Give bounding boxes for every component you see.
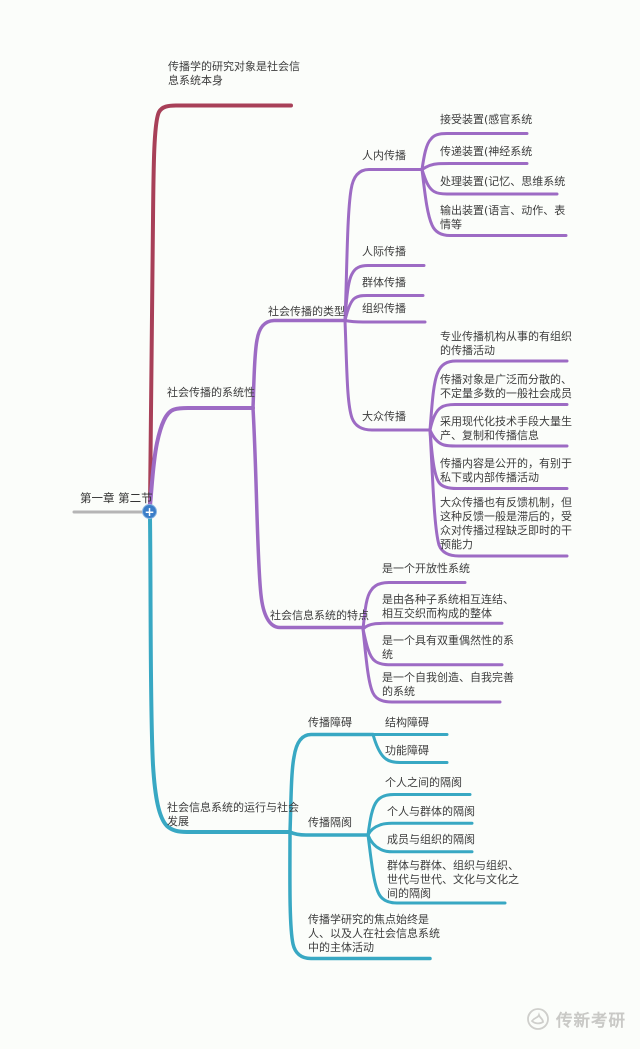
node-mass-broad-audience[interactable]: 传播对象是广泛而分散的、 不定量多数的一般社会成员 <box>440 373 572 400</box>
branch-cyan-lines <box>148 516 507 961</box>
node-output-device[interactable]: 输出装置(语言、动作、表 情等 <box>440 204 566 231</box>
node-individual-group-gap[interactable]: 个人与群体的隔阂 <box>387 805 475 818</box>
node-group-comm[interactable]: 群体传播 <box>362 276 406 289</box>
node-individual-gap[interactable]: 个人之间的隔阂 <box>385 776 462 789</box>
node-self-creating-system[interactable]: 是一个自我创造、自我完善 的系统 <box>382 671 514 698</box>
branch-red-lines <box>148 103 293 508</box>
node-research-object[interactable]: 传播学的研究对象是社会信 息系统本身 <box>168 60 300 87</box>
node-transmitting-device[interactable]: 传递装置(神经系统 <box>440 145 533 158</box>
node-comm-types[interactable]: 社会传播的类型 <box>268 305 345 318</box>
node-systemic-nature[interactable]: 社会传播的系统性 <box>167 386 255 399</box>
branch-purple-lines <box>148 132 569 704</box>
node-open-system[interactable]: 是一个开放性系统 <box>382 562 470 575</box>
node-group-group-gap[interactable]: 群体与群体、组织与组织、 世代与世代、文化与文化之 间的隔阂 <box>387 859 519 900</box>
expand-collapse-button[interactable]: + <box>142 504 157 519</box>
node-receiving-device[interactable]: 接受装置(感官系统 <box>440 113 533 126</box>
node-system-operation-development[interactable]: 社会信息系统的运行与社会 发展 <box>167 801 299 828</box>
node-mass-modern-tech[interactable]: 采用现代化技术手段大量生 产、复制和传播信息 <box>440 415 572 442</box>
node-chapter-root[interactable]: 第一章 第二节 <box>80 491 153 505</box>
node-structural-obstacle[interactable]: 结构障碍 <box>385 716 429 729</box>
node-info-system-features[interactable]: 社会信息系统的特点 <box>270 609 369 622</box>
node-double-contingency[interactable]: 是一个具有双重偶然性的系 统 <box>382 634 514 661</box>
node-member-org-gap[interactable]: 成员与组织的隔阂 <box>387 833 475 846</box>
node-functional-obstacle[interactable]: 功能障碍 <box>385 744 429 757</box>
watermark-text: 传新考研 <box>556 1011 626 1030</box>
node-research-focus[interactable]: 传播学研究的焦点始终是 人、以及人在社会信息系统 中的主体活动 <box>308 913 440 954</box>
node-mass-public-content[interactable]: 传播内容是公开的，有别于 私下或内部传播活动 <box>440 457 572 484</box>
node-subsystems-whole[interactable]: 是由各种子系统相互连结、 相互交织而构成的整体 <box>382 593 514 620</box>
node-comm-obstacles[interactable]: 传播障碍 <box>308 716 352 729</box>
node-processing-device[interactable]: 处理装置(记忆、思维系统 <box>440 175 566 188</box>
node-interpersonal-comm[interactable]: 人际传播 <box>362 245 406 258</box>
node-mass-delayed-feedback[interactable]: 大众传播也有反馈机制，但 这种反馈一般是滞后的，受 众对传播过程缺乏即时的干 预… <box>440 496 572 551</box>
node-mass-comm[interactable]: 大众传播 <box>362 410 406 423</box>
node-intrapersonal-comm[interactable]: 人内传播 <box>362 149 406 162</box>
node-mass-professional-orgs[interactable]: 专业传播机构从事的有组织 的传播活动 <box>440 330 572 357</box>
node-org-comm[interactable]: 组织传播 <box>362 302 406 315</box>
watermark-swan-logo-icon <box>527 1008 549 1030</box>
node-comm-estrangement[interactable]: 传播隔阂 <box>308 816 352 829</box>
